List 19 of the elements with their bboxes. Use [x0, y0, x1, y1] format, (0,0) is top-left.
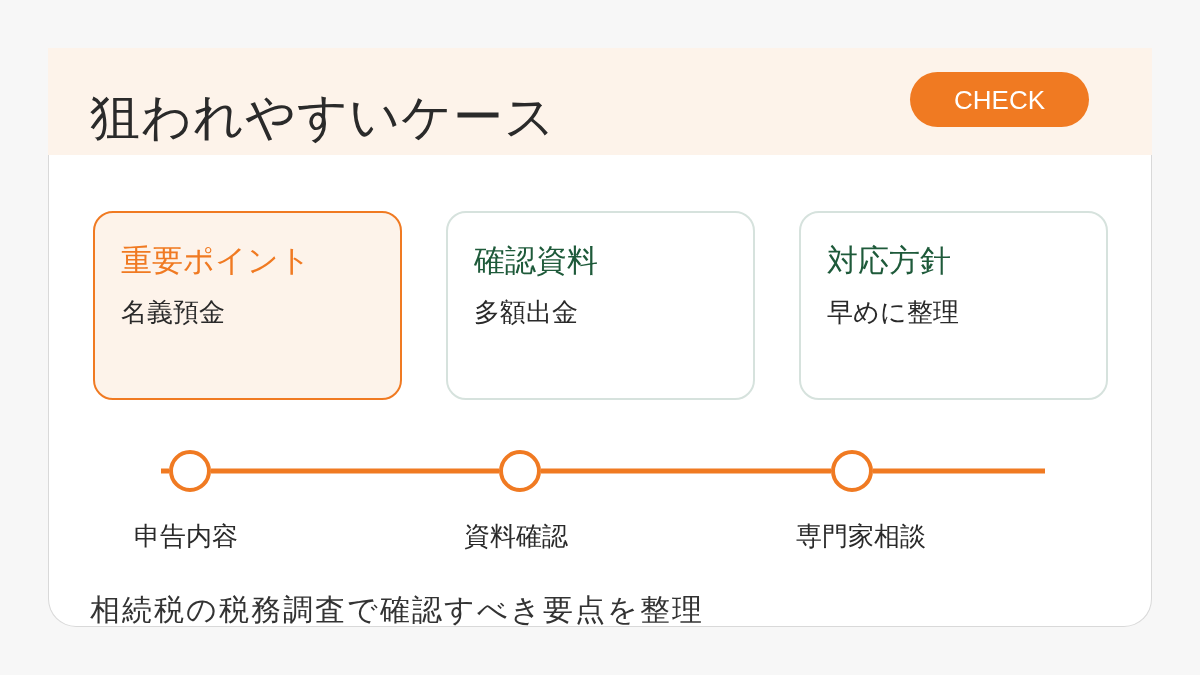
step-label: 専門家相談 — [796, 523, 926, 549]
caption-text: 相続税の税務調査で確認すべき要点を整理 — [90, 595, 704, 625]
step-label: 資料確認 — [464, 523, 568, 549]
card-heading: 対応方針 — [827, 245, 951, 276]
timeline-line — [161, 468, 169, 474]
info-card — [446, 211, 755, 400]
tag-pill: CHECK — [910, 72, 1089, 127]
info-card — [799, 211, 1108, 400]
card-heading: 重要ポイント — [121, 245, 311, 276]
card-heading: 確認資料 — [474, 245, 598, 276]
card-text: 多額出金 — [474, 299, 578, 325]
timeline-line — [541, 468, 831, 474]
card-text: 名義預金 — [121, 299, 225, 325]
timeline-line — [873, 468, 1045, 474]
step-label: 申告内容 — [134, 523, 238, 549]
info-card — [93, 211, 402, 400]
card-text: 早めに整理 — [827, 299, 959, 325]
timeline-line — [211, 468, 499, 474]
page-title: 狙われやすいケース — [90, 92, 556, 142]
